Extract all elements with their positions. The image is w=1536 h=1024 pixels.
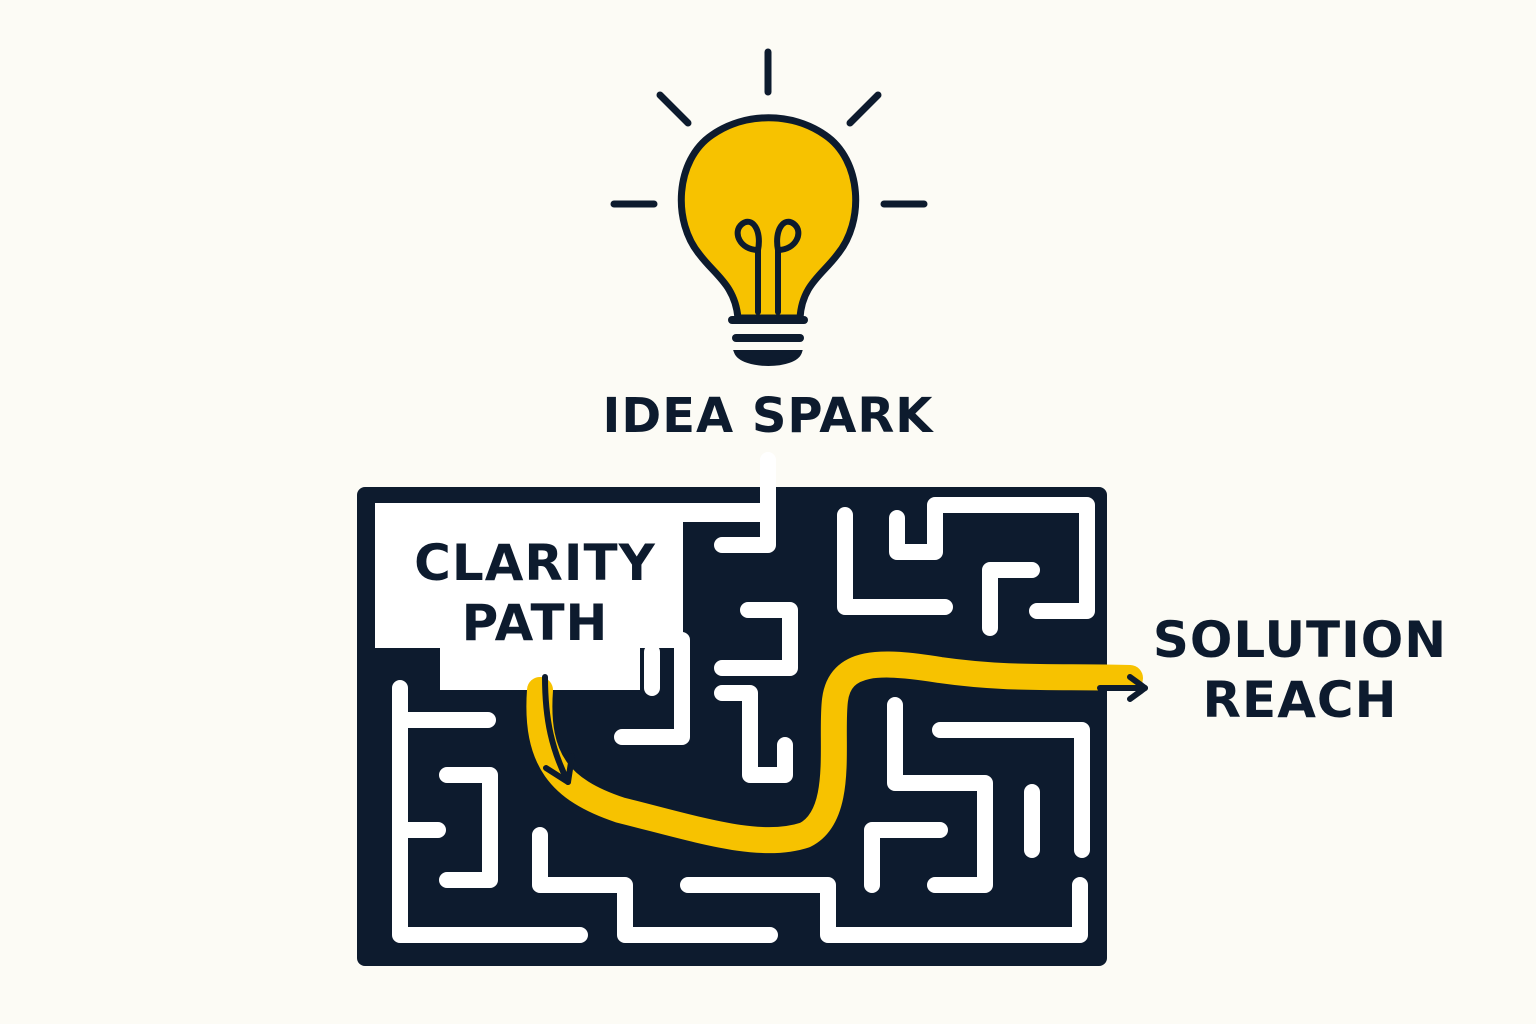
solution-line-1: SOLUTION (1152, 611, 1448, 669)
solution-path (526, 651, 1143, 854)
solution-line-2: REACH (1202, 671, 1398, 729)
clarity-line-2: PATH (461, 594, 609, 652)
maze-clearing (375, 503, 765, 690)
solution-reach-label: SOLUTION REACH (1140, 610, 1460, 730)
idea-spark-label: IDEA SPARK (602, 388, 934, 444)
clarity-line-1: CLARITY (414, 534, 656, 592)
lightbulb-icon (610, 48, 928, 366)
clarity-path-label: CLARITY PATH (385, 533, 685, 653)
maze (357, 452, 1148, 966)
arrow-icon (542, 674, 1148, 785)
